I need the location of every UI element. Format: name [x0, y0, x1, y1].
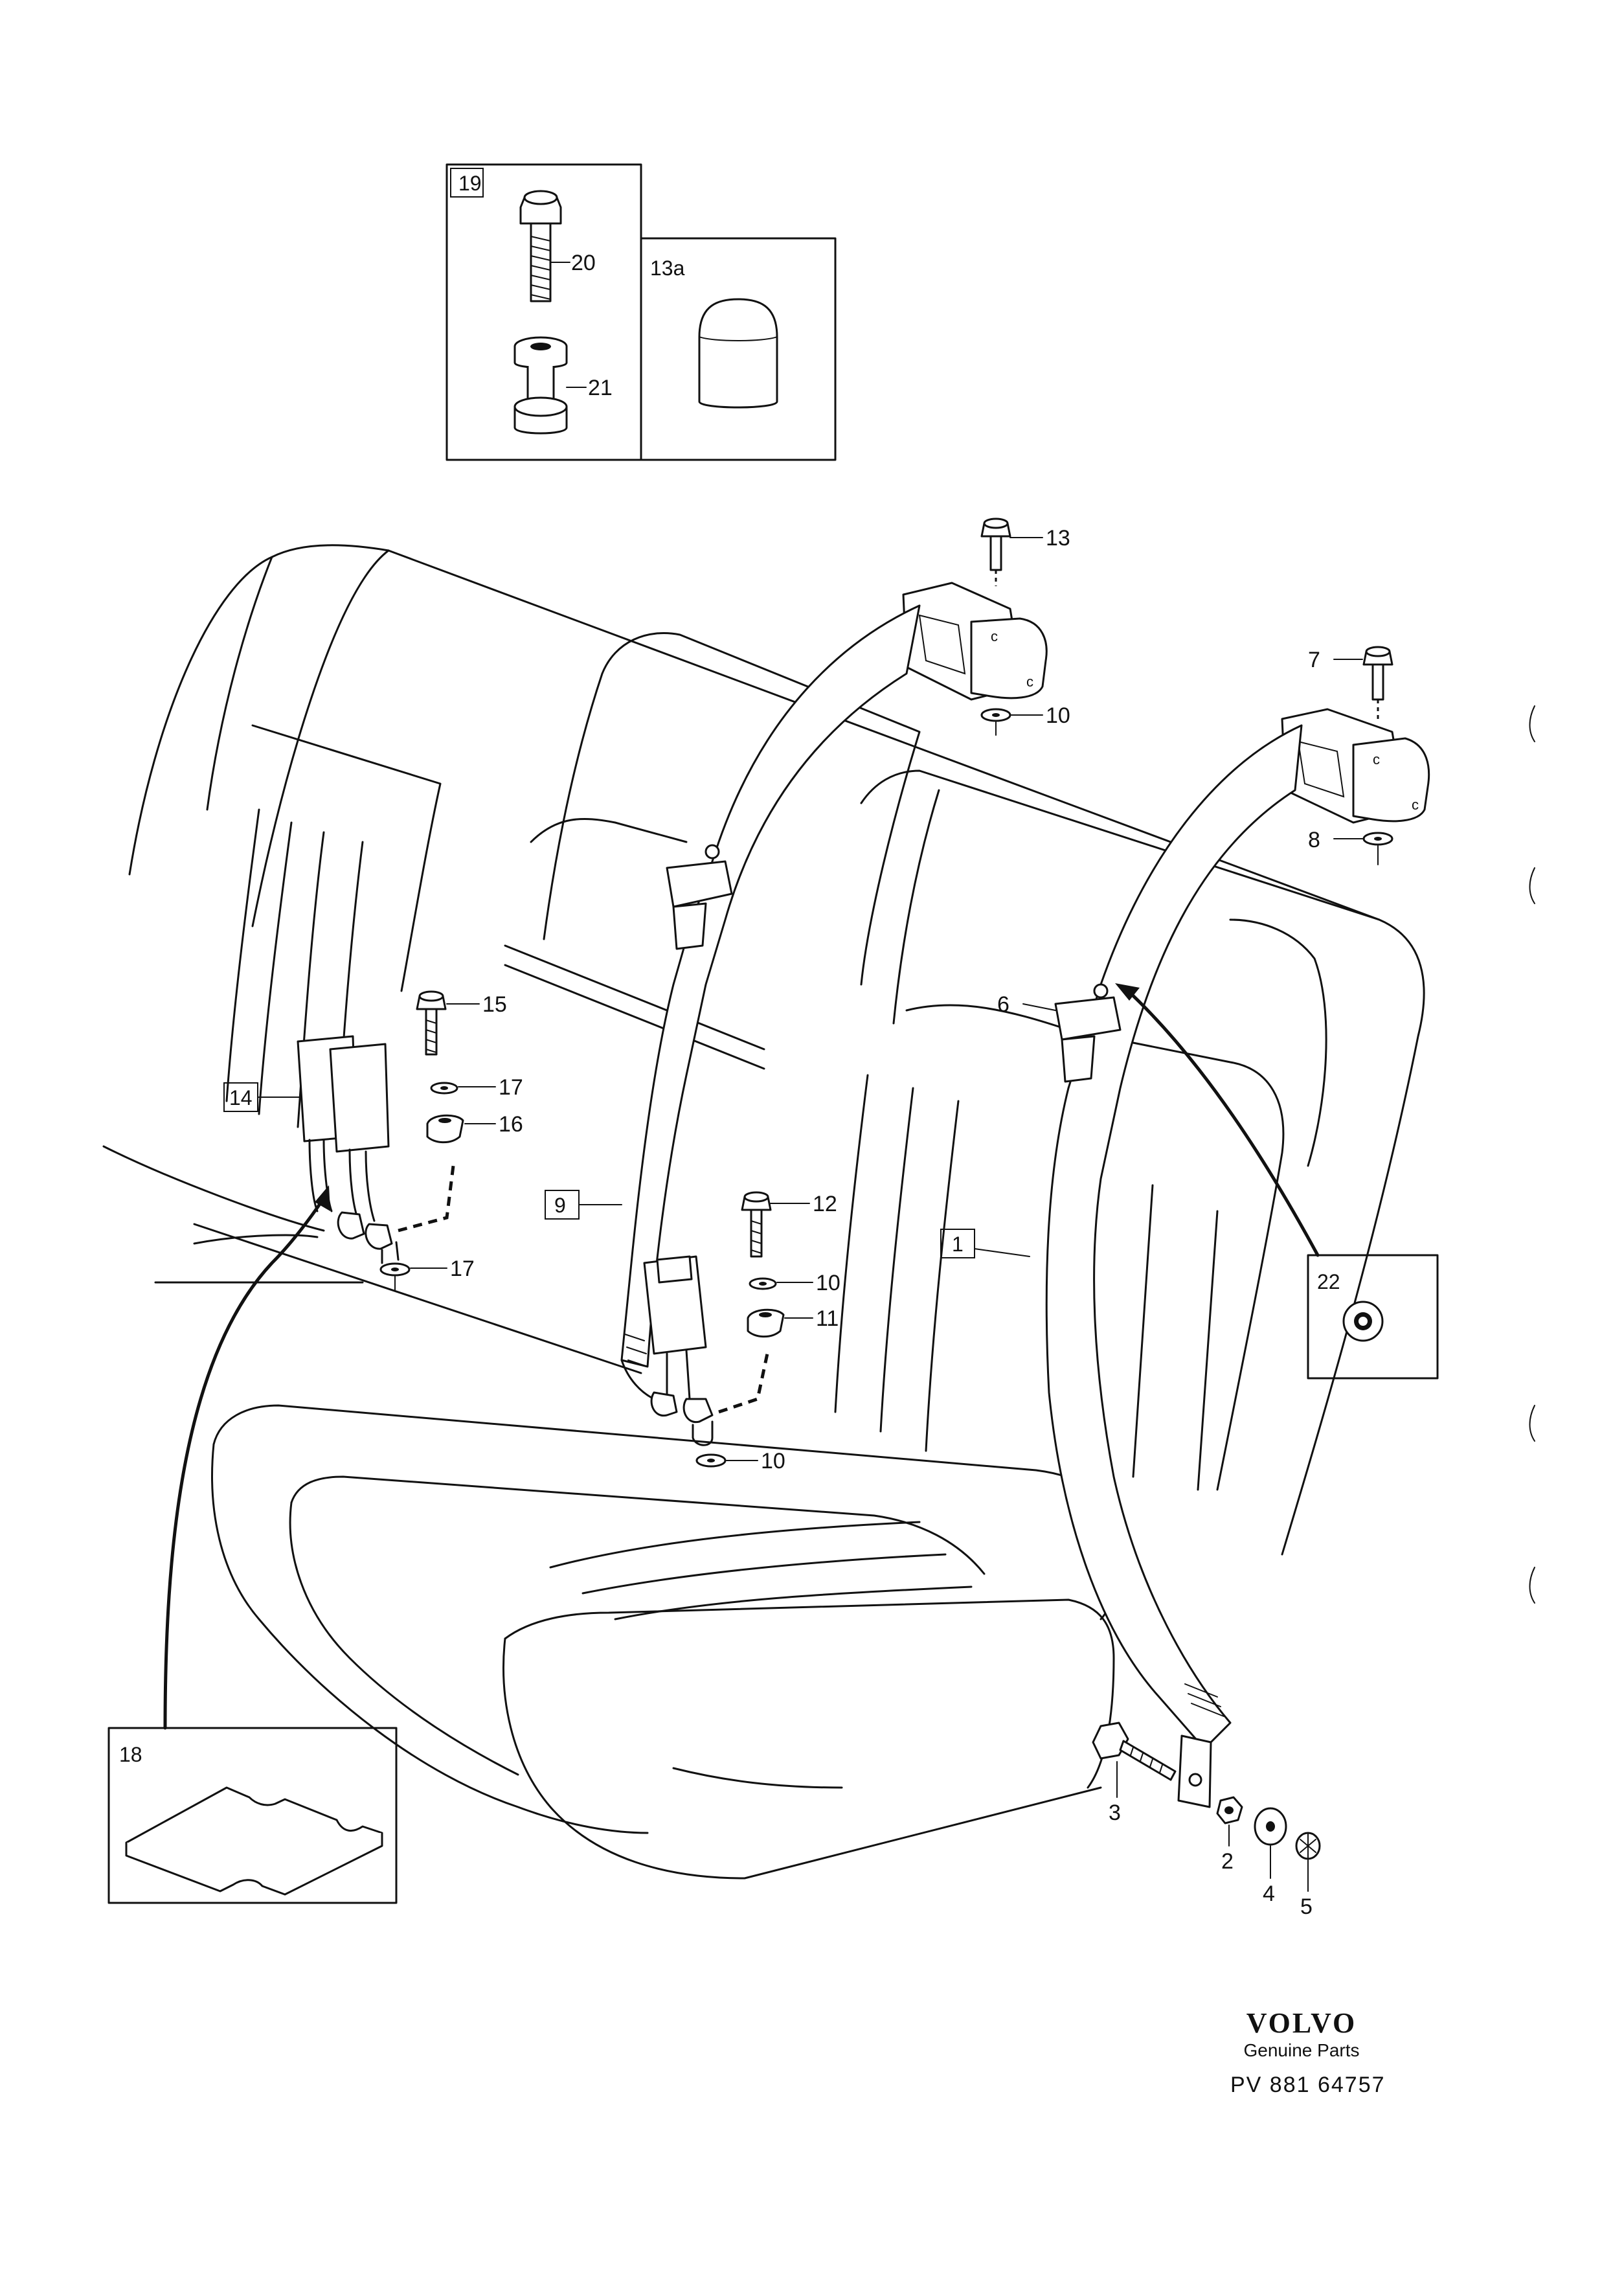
- inset-spacer-label: 18: [119, 1743, 142, 1766]
- part-label-17-upper: 17: [499, 1075, 523, 1100]
- part-label-11: 11: [816, 1306, 839, 1331]
- part-number: PV 881 64757: [1230, 2073, 1386, 2097]
- margin-mark: [1529, 867, 1535, 904]
- inset-spacer: 18: [107, 1727, 398, 1904]
- part-label-20: 20: [571, 251, 596, 275]
- inset-grommet-label: 22: [1317, 1270, 1340, 1293]
- part-label-3: 3: [1109, 1801, 1121, 1825]
- part-label-9: 9: [554, 1194, 566, 1217]
- grommet-icon: [1342, 1301, 1384, 1342]
- retractor-mark: c: [1026, 674, 1033, 690]
- part-label-1: 1: [952, 1233, 964, 1256]
- bolt-icon: [741, 1191, 772, 1258]
- pointer-arrow: [1125, 988, 1320, 1257]
- nut-icon: [1216, 1796, 1243, 1825]
- bolt-icon: [980, 517, 1011, 571]
- middle-retractor: c c 13 10: [902, 517, 1070, 736]
- retractor-mark: c: [1373, 751, 1380, 767]
- part-label-4: 4: [1263, 1881, 1275, 1906]
- bolt-icon: [1362, 646, 1393, 701]
- right-belt: [1045, 724, 1303, 1808]
- part-label-10-upper: 10: [1046, 703, 1070, 728]
- leader-line: [974, 1248, 1030, 1257]
- clip-icon: [426, 1114, 464, 1144]
- brand-subtitle: Genuine Parts: [1243, 2040, 1360, 2060]
- part-label-6: 6: [997, 992, 1009, 1017]
- arrow-head-icon: [1115, 983, 1140, 1001]
- part-label-10-mid: 10: [816, 1271, 840, 1295]
- part-label-2: 2: [1221, 1849, 1234, 1874]
- part-label-5: 5: [1300, 1894, 1313, 1919]
- middle-buckle: [643, 1255, 769, 1446]
- leader-line: [1022, 1003, 1056, 1011]
- bolt-icon: [416, 990, 447, 1056]
- inset-grommet: 22: [1307, 1254, 1439, 1380]
- volvo-logo: VOLVO: [1246, 2007, 1357, 2039]
- spacer-plate-icon: [125, 1786, 383, 1896]
- right-retractor: c c 7 8: [1281, 646, 1430, 865]
- callout-box: [940, 1229, 975, 1258]
- part-label-13: 13: [1046, 526, 1070, 551]
- part-label-12: 12: [813, 1192, 837, 1216]
- bolt-icon: [519, 190, 562, 302]
- part-label-15: 15: [482, 992, 507, 1017]
- part-label-16: 16: [499, 1112, 523, 1137]
- part-label-21: 21: [588, 376, 613, 400]
- left-buckle: [297, 1035, 455, 1264]
- bushing-icon: [513, 336, 568, 435]
- seat-cushion: [211, 1404, 1128, 1880]
- part-label-10-lower: 10: [761, 1449, 785, 1473]
- part-label-7: 7: [1308, 648, 1320, 672]
- floor-bolt-icon: [1092, 1722, 1177, 1781]
- star-washer-icon: [1295, 1832, 1321, 1860]
- inset-bolt-set-label: 19: [458, 172, 482, 195]
- retractor-mark: c: [991, 628, 998, 644]
- margin-mark: [1529, 705, 1535, 742]
- inset-cap-label: 13a: [650, 256, 685, 280]
- inset-cap: 13a: [640, 237, 837, 461]
- margin-mark: [1529, 1405, 1535, 1442]
- pointer-arrow: [163, 1196, 326, 1730]
- part-label-14: 14: [229, 1086, 253, 1109]
- arrow-head-icon: [315, 1185, 330, 1211]
- part-label-8: 8: [1308, 828, 1320, 852]
- inset-bolt-set: 19 20 21: [445, 163, 642, 461]
- retractor-mark: c: [1412, 797, 1419, 813]
- cap-icon: [698, 298, 778, 409]
- margin-mark: [1529, 1567, 1535, 1604]
- brand-block: VOLVO Genuine Parts: [1204, 2008, 1399, 2062]
- part-label-17-lower: 17: [450, 1256, 475, 1281]
- washer-icon: [1254, 1807, 1287, 1846]
- clip-icon: [747, 1308, 785, 1338]
